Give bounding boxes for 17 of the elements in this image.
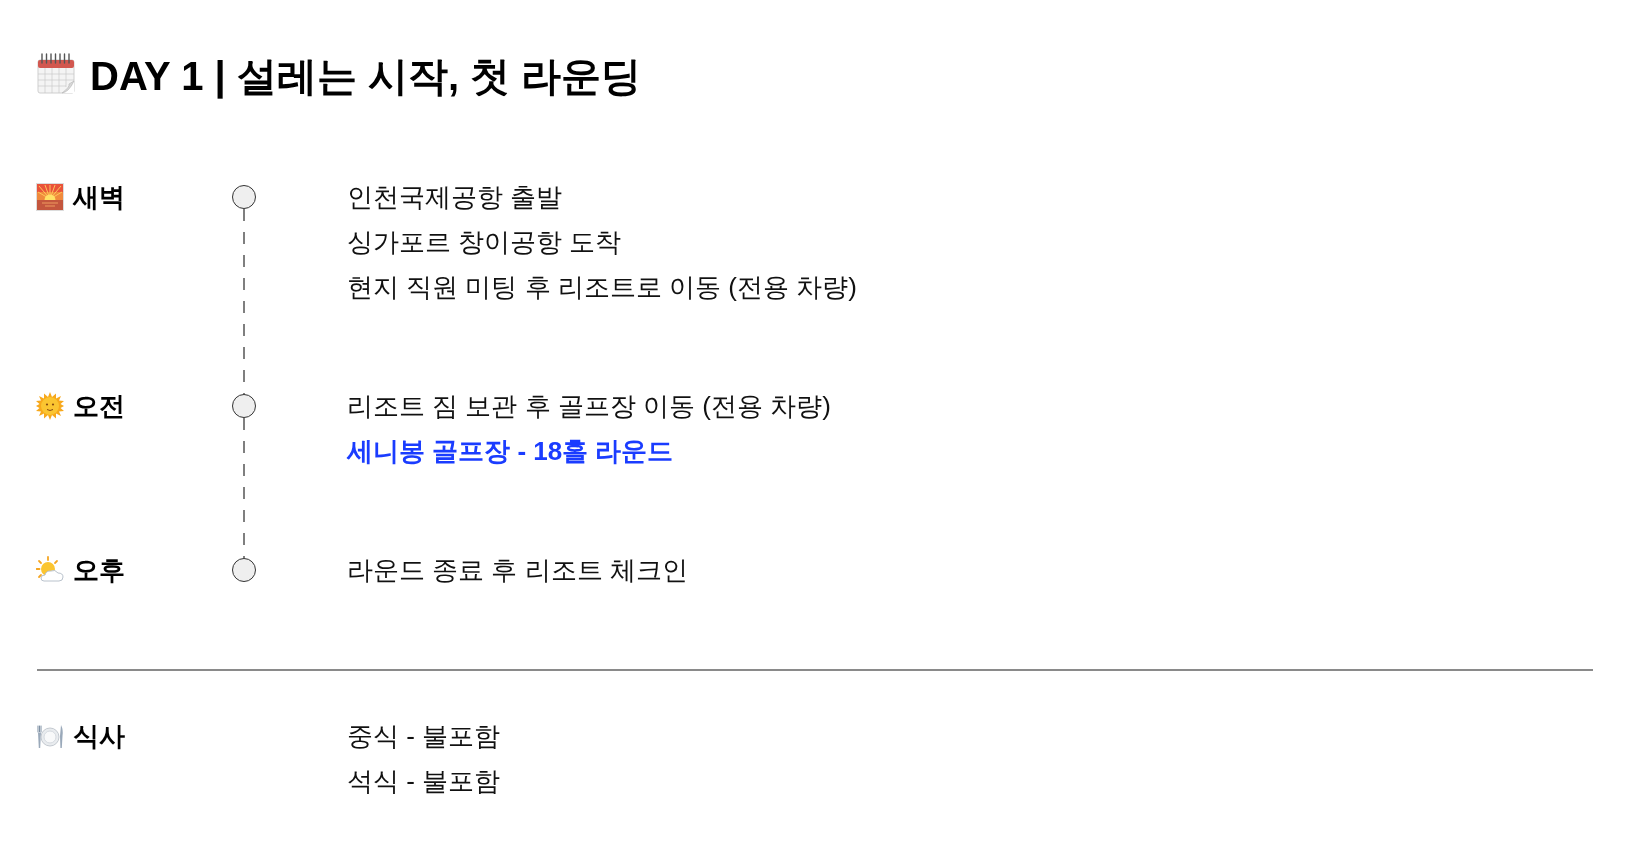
schedule-item: 인천국제공항 출발	[347, 181, 563, 214]
timeline-circle	[232, 185, 256, 209]
page-title: DAY 1 | 설레는 시작, 첫 라운딩	[90, 53, 642, 101]
schedule-item: 현지 직원 미팅 후 리조트로 이동 (전용 차량)	[347, 271, 857, 304]
timeline-circle	[232, 558, 256, 582]
timeline-circle	[232, 394, 256, 418]
meal-item: 석식 - 불포함	[347, 765, 501, 798]
meal-item: 중식 - 불포함	[347, 720, 501, 753]
schedule-item: 라운드 종료 후 리조트 체크인	[347, 554, 688, 587]
time-label: 오전	[73, 390, 125, 423]
dashed-connector	[243, 417, 245, 559]
time-label: 새벽	[73, 181, 125, 214]
meal-label: 식사	[73, 720, 125, 753]
highlight-text: 세니봉 골프장 - 18홀 라운드	[347, 435, 674, 468]
time-label: 오후	[73, 554, 125, 587]
schedule-item: 싱가포르 창이공항 도착	[347, 226, 622, 259]
schedule-item: 리조트 짐 보관 후 골프장 이동 (전용 차량)	[347, 390, 831, 423]
